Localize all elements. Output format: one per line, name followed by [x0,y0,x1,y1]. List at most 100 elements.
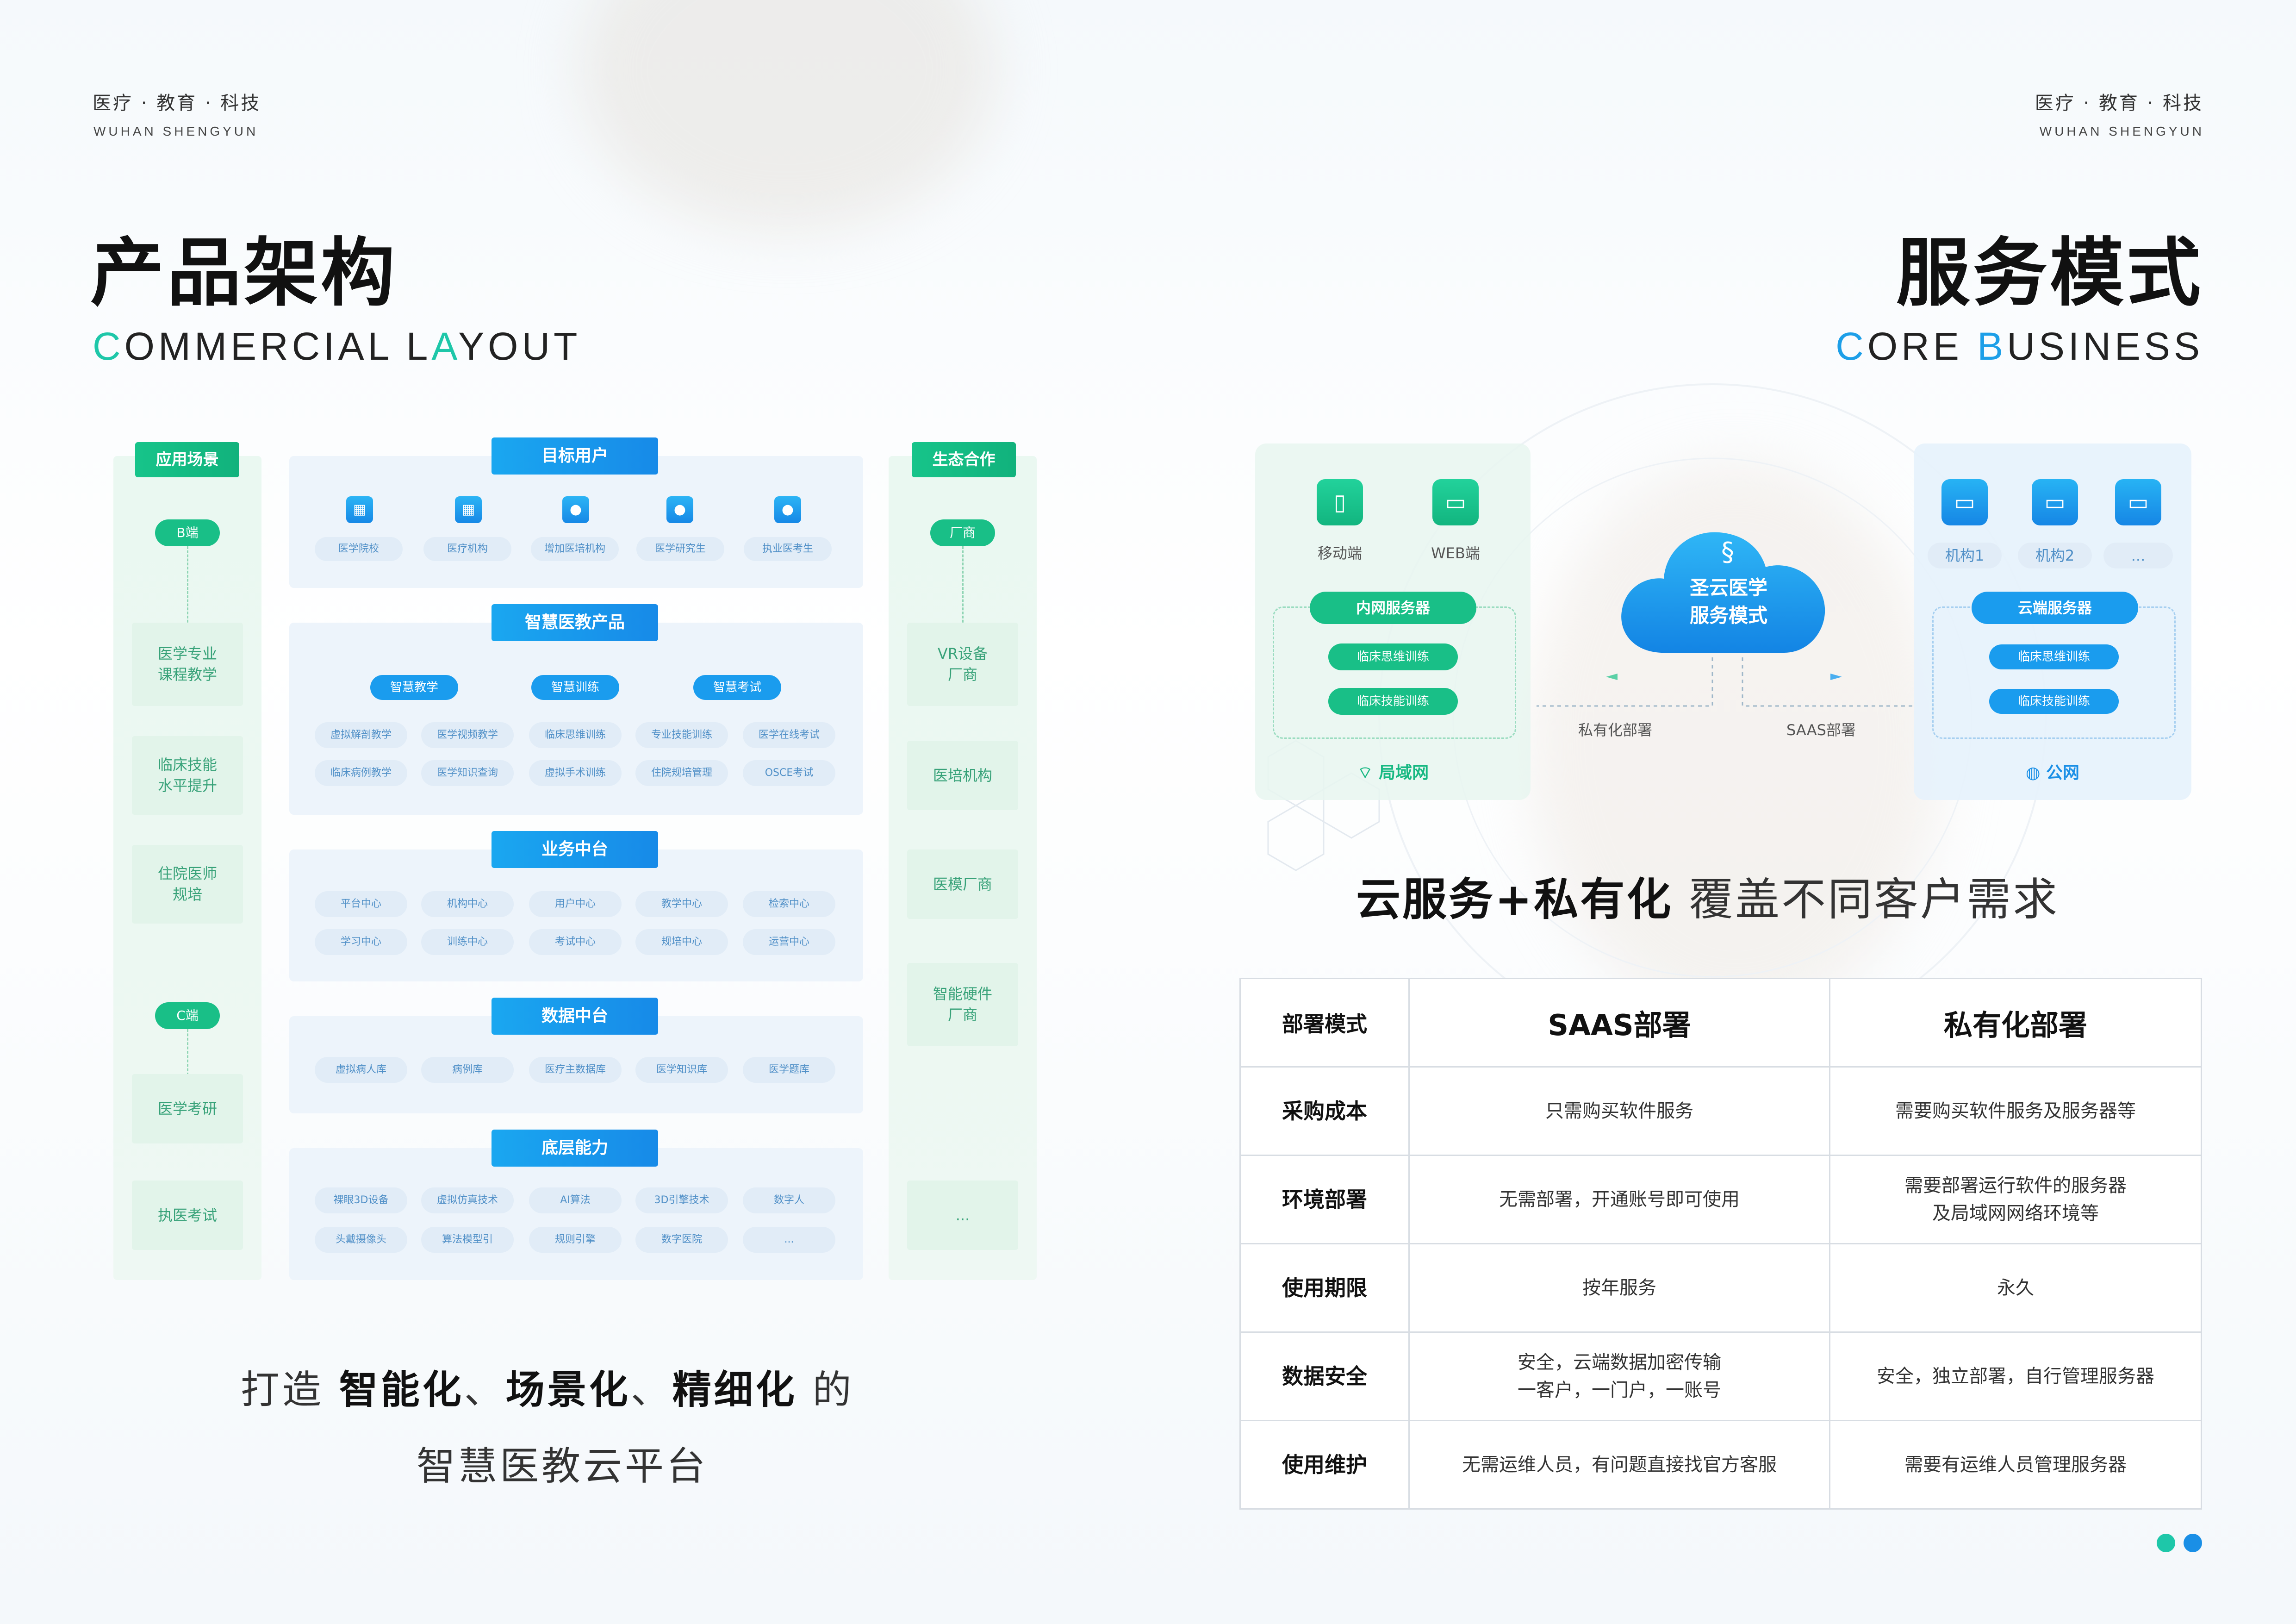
page-subtitle: CORE BUSINESS [1836,325,2203,368]
slogan-line-2: 智慧医教云平台 [417,1443,709,1489]
row-header: 采购成本 [1239,1066,1410,1156]
private-server-header: 内网服务器 [1310,592,1476,624]
table-row: 环境部署 无需部署，开通账号即可使用 需要部署运行软件的服务器 及局域网网络环境… [1239,1155,2202,1244]
target-users-header: 目标用户 [492,437,658,475]
device-label: 机构2 [2018,543,2092,568]
base-item: ... [743,1227,835,1253]
table-row: 数据安全 安全，云端数据加密传输 一客户，一门户，一账号 安全，独立部署，自行管… [1239,1331,2202,1421]
device-label: 移动端 [1317,544,1362,562]
brand-name: WUHAN SHENGYUN [2039,124,2204,138]
ecosystem-item: 医模厂商 [907,849,1018,919]
business-item: 平台中心 [315,891,407,917]
vendor-tag: 厂商 [930,519,995,546]
target-user-label: 执业医考生 [744,537,832,561]
ecosystem-item: 医培机构 [907,741,1018,810]
cloud-logo-icon: § [1721,537,1734,567]
table-cell: 无需部署，开通账号即可使用 [1408,1155,1831,1244]
data-item: 虚拟病人库 [315,1057,407,1083]
base-item: AI算法 [529,1187,622,1213]
user-icon: ● [562,496,589,523]
column-header: SAAS部署 [1408,978,1831,1068]
table-cell: 按年服务 [1408,1243,1831,1333]
product-item: 专业技能训练 [635,722,728,748]
column-header: 部署模式 [1239,978,1410,1068]
base-item: 数字医院 [635,1227,728,1253]
page-indicator-dot [2157,1534,2175,1552]
device-label: WEB端 [1431,544,1480,562]
business-item: 考试中心 [529,929,622,955]
private-item: 临床思维训练 [1328,643,1458,670]
page-indicator-dot [2184,1534,2202,1552]
table-cell: 需要部署运行软件的服务器 及局域网网络环境等 [1829,1155,2202,1244]
monitor-icon: ▭ [1941,479,1988,525]
deploy-connectors [1537,657,1914,707]
base-header: 底层能力 [492,1130,658,1167]
ecosystem-item: 智能硬件 厂商 [907,963,1018,1046]
business-header: 业务中台 [492,831,658,868]
cloud-title: 圣云医学 服务模式 [1689,576,1767,627]
base-item: 数字人 [743,1187,835,1213]
table-cell: 安全，云端数据加密传输 一客户，一门户，一账号 [1408,1331,1831,1421]
saas-deploy-label: SAAS部署 [1786,721,1856,739]
business-item: 教学中心 [635,891,728,917]
background-glow [579,0,995,231]
c-end-tag: C端 [155,1002,220,1029]
scenario-item: 住院医师 规培 [132,845,243,924]
data-item: 病例库 [421,1057,514,1083]
private-item: 临床技能训练 [1328,688,1458,715]
slogan-line-1: 打造 智能化、场景化、精细化 的 [241,1367,854,1412]
row-header: 环境部署 [1239,1155,1410,1244]
monitor-icon: ▭ [2115,479,2161,525]
product-item: 虚拟解剖教学 [315,722,407,748]
table-row: 使用维护 无需运维人员，有问题直接找官方客服 需要有运维人员管理服务器 [1239,1420,2202,1510]
connector-line [187,546,188,639]
scenario-header: 应用场景 [135,442,239,477]
business-item: 用户中心 [529,891,622,917]
table-row: 使用期限 按年服务 永久 [1239,1243,2202,1333]
page-title: 服务模式 [1896,230,2203,316]
scenario-item: 临床技能 水平提升 [132,736,243,815]
ecosystem-header: 生态合作 [912,442,1016,477]
hospital-icon: ▦ [455,496,482,523]
cloud-icon [1621,532,1825,653]
base-item: 规则引擎 [529,1227,622,1253]
page-subtitle: COMMERCIAL LAYOUT [93,325,581,368]
business-item: 检索中心 [743,891,835,917]
ecosystem-item: VR设备 厂商 [907,623,1018,706]
device-label: 机构1 [1928,543,2002,568]
product-item: 虚拟手术训练 [529,760,622,786]
data-item: 医学题库 [743,1057,835,1083]
service-headline: 云服务+私有化 覆盖不同客户需求 [1356,874,2059,925]
internet-label: ◍ 公网 [2026,763,2079,782]
ecosystem-item: ... [907,1181,1018,1250]
wifi-icon: ⌔ [1357,763,1379,782]
target-user-label: 增加医培机构 [531,537,619,561]
table-cell: 需要购买软件服务及服务器等 [1829,1066,2202,1156]
product-item: 临床病例教学 [315,760,407,786]
connector-line [962,546,964,639]
business-item: 学习中心 [315,929,407,955]
base-item: 3D引擎技术 [635,1187,728,1213]
row-header: 使用维护 [1239,1420,1410,1510]
product-tab: 智慧训练 [531,675,619,700]
product-item: 医学知识查询 [421,760,514,786]
products-header: 智慧医教产品 [492,604,658,641]
web-icon: ▭ [1432,479,1479,525]
school-icon: ▦ [346,496,373,523]
base-item: 虚拟仿真技术 [421,1187,514,1213]
column-header: 私有化部署 [1829,978,2202,1068]
table-cell: 需要有运维人员管理服务器 [1829,1420,2202,1510]
business-item: 运营中心 [743,929,835,955]
mobile-icon: ▯ [1317,479,1363,525]
base-item: 裸眼3D设备 [315,1187,407,1213]
base-item: 算法模型引 [421,1227,514,1253]
table-cell: 只需购买软件服务 [1408,1066,1831,1156]
user-icon: ● [666,496,693,523]
monitor-icon: ▭ [2032,479,2078,525]
device-label: ... [2103,543,2173,568]
page-title: 产品架构 [90,230,398,316]
b-end-tag: B端 [155,519,220,546]
product-item: OSCE考试 [743,760,835,786]
scenario-item: 医学专业 课程教学 [132,623,243,706]
lan-label: ⌔ 局域网 [1357,763,1429,782]
